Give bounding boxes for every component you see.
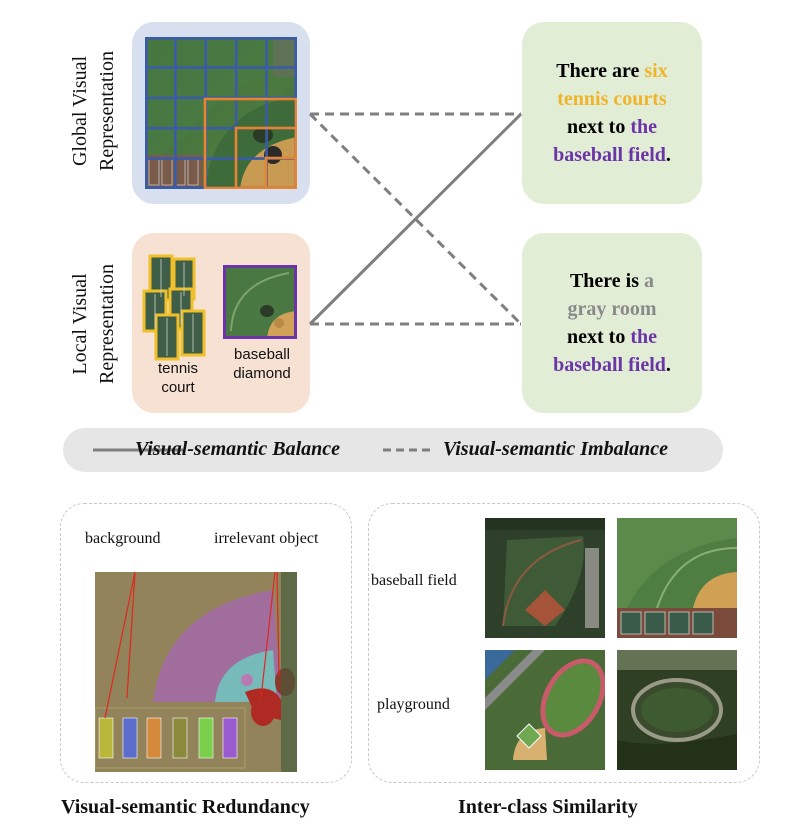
similarity-box <box>368 503 760 783</box>
baseball-label-line2: diamond <box>233 365 291 382</box>
caption-card-balanced: There are six tennis courts next to the … <box>522 22 702 204</box>
solid-line-icon <box>93 448 183 452</box>
caption2-line4b: . <box>665 354 671 376</box>
legend-imbalance: Visual-semantic Imbalance <box>443 438 669 460</box>
baseball-label-line1: baseball <box>234 346 290 363</box>
irrelevant-object-label: irrelevant object <box>214 530 319 547</box>
baseball-field-image-1 <box>485 518 605 638</box>
caption-card-imbalanced: There is a gray room next to the basebal… <box>522 233 702 413</box>
background-label: background <box>85 530 161 547</box>
global-aerial-image <box>145 37 297 189</box>
caption2-line3a: next to <box>567 326 631 348</box>
connector-lines <box>308 112 523 326</box>
local-visual-panel: tennis court baseball diamond <box>132 233 310 413</box>
segmentation-image <box>95 572 297 772</box>
playground-image-1 <box>485 650 605 770</box>
caption1-line2: tennis courts <box>557 88 667 110</box>
tennis-court-label: tennis court <box>138 359 218 397</box>
balance-line <box>308 112 523 326</box>
caption1-line1b: six <box>644 60 668 82</box>
similarity-title: Inter-class Similarity <box>458 796 638 818</box>
caption1-line3a: next to <box>567 116 631 138</box>
baseball-diamond-label: baseball diamond <box>218 345 306 383</box>
caption1-line4a: baseball field <box>553 144 666 166</box>
legend-balance: Visual-semantic Balance <box>135 438 341 460</box>
caption2-line3b: the <box>630 326 657 348</box>
legend-bar: Visual-semantic Balance Visual-semantic … <box>63 428 723 472</box>
caption2-line2: gray room <box>567 298 657 320</box>
redundancy-title: Visual-semantic Redundancy <box>61 796 310 818</box>
baseball-field-row-label: baseball field <box>371 572 457 589</box>
redundancy-box <box>60 503 352 783</box>
playground-image-2 <box>617 650 737 770</box>
caption1-line3b: the <box>630 116 657 138</box>
playground-row-label: playground <box>377 696 450 713</box>
tennis-label-line1: tennis <box>157 360 199 377</box>
caption1-line4b: . <box>665 144 671 166</box>
baseball-diamond-crop <box>223 265 297 339</box>
caption2-line1a: There is <box>569 270 645 292</box>
global-visual-panel <box>132 22 310 204</box>
imbalance-line-cross <box>308 112 523 326</box>
tennis-court-crops <box>142 254 206 361</box>
caption2-line1b: a <box>644 270 655 292</box>
baseball-field-image-2 <box>617 518 737 638</box>
caption2-line4a: baseball field <box>553 354 666 376</box>
tennis-label-line2: court <box>161 379 195 396</box>
caption1-line1a: There are <box>556 60 645 82</box>
dashed-line-icon <box>383 448 433 452</box>
